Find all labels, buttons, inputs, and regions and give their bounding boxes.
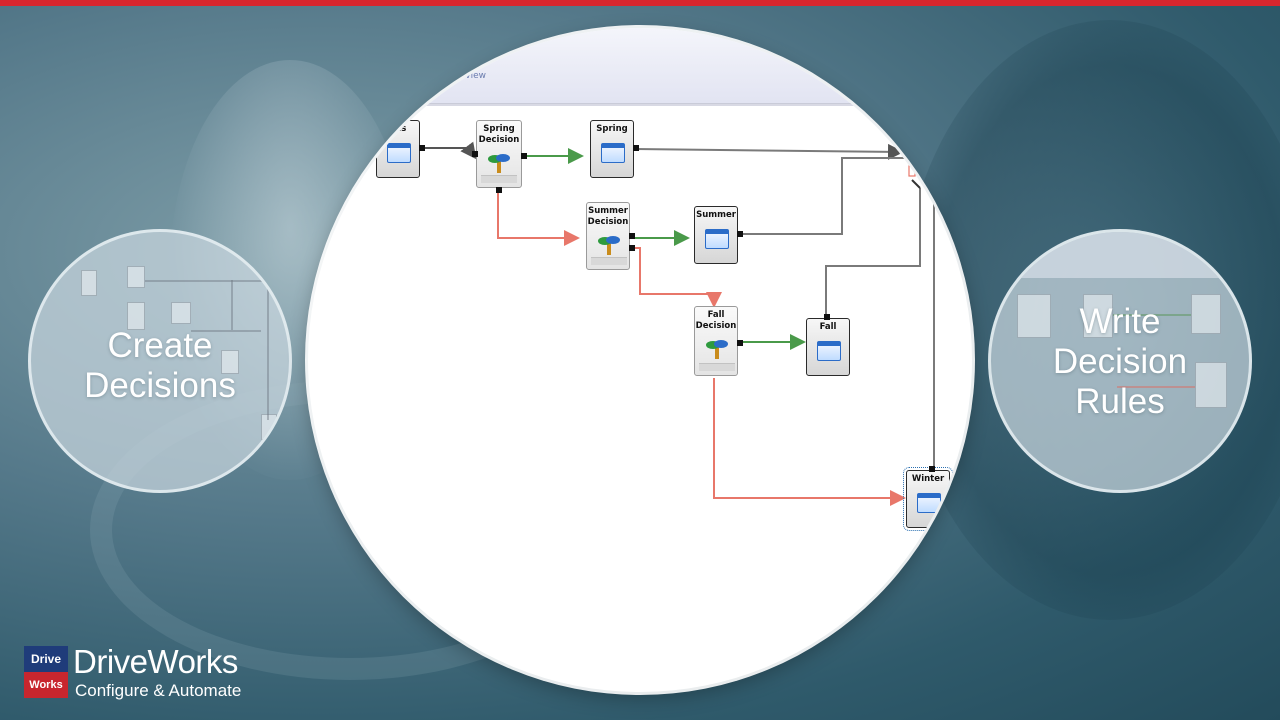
input-port[interactable] (929, 466, 935, 472)
decision-bar (699, 363, 735, 371)
overview-tab[interactable]: erview (456, 71, 486, 81)
output-port[interactable] (737, 340, 743, 346)
logo-name-part2: Works (147, 643, 239, 680)
connector-layer (422, 141, 935, 506)
logo-badge: Drive Works (24, 646, 68, 698)
ghost-node (171, 302, 191, 324)
decision-bar (481, 175, 517, 183)
bubble-line: Create (107, 326, 213, 365)
node-title: Spring Decision (477, 124, 521, 146)
ghost-node (1195, 362, 1227, 408)
spring-decision-node[interactable]: Spring Decision (472, 120, 527, 193)
node-title-line: Summer (588, 206, 628, 216)
ghost-connector (145, 280, 265, 282)
connector-summer-false[interactable] (632, 247, 722, 308)
connector-fall-false[interactable] (713, 378, 906, 506)
node-title: ails (389, 124, 407, 134)
node-title-line: Decision (695, 321, 737, 331)
decision-bar (591, 257, 627, 265)
form-icon (601, 143, 625, 163)
logo-tagline: Configure & Automate (75, 681, 242, 700)
connector-spring-out[interactable] (633, 143, 904, 160)
bubble-line: Decisions (84, 366, 236, 405)
create-decisions-text: Create Decisions (31, 326, 289, 406)
logo-badge-top: Drive (24, 646, 68, 672)
node-title-line: Spring (483, 124, 515, 134)
ghost-node (127, 302, 145, 330)
form-icon (817, 341, 841, 361)
fall-decision-node[interactable]: Fall Decision (694, 306, 743, 376)
connector-spring-false[interactable] (497, 192, 580, 246)
ghost-node (127, 266, 145, 288)
node-title: Fall Decision (695, 310, 737, 332)
summer-decision-node[interactable]: Summer Decision (586, 202, 635, 270)
node-title: Summer Decision (587, 206, 629, 228)
node-title-line: Decision (478, 135, 520, 145)
connector-details-to-spring-decision[interactable] (422, 141, 477, 160)
bubble-line: Rules (1075, 382, 1165, 421)
ghost-node (1017, 294, 1051, 338)
bubble-line: Write (1079, 302, 1161, 341)
create-decisions-bubble: Create Decisions (28, 229, 292, 493)
node-title: Spring (596, 124, 628, 134)
details-form-node[interactable]: ails (376, 120, 425, 178)
output-port[interactable] (633, 145, 639, 151)
connector-summer-out[interactable] (740, 157, 908, 235)
top-accent-bar (0, 0, 1280, 6)
logo-name-part1: Drive (73, 643, 148, 680)
decision-icon (706, 340, 728, 359)
canvas-top-border (308, 104, 972, 106)
summer-form-node[interactable]: Summer (694, 206, 743, 264)
output-port[interactable] (629, 245, 635, 251)
workflow-designer-view: erview (308, 28, 972, 692)
node-title-line: Decision (587, 217, 629, 227)
node-title-line: Fall (707, 310, 725, 320)
ghost-connector (267, 280, 269, 420)
form-icon (705, 229, 729, 249)
ghost-node (261, 414, 277, 440)
bubble-line: Decision (1052, 342, 1188, 381)
output-port[interactable] (521, 153, 527, 159)
window-header: erview (308, 28, 972, 104)
connector-fall-out[interactable] (825, 188, 921, 318)
form-icon (917, 493, 941, 513)
ghost-connector (1113, 314, 1191, 316)
fall-form-node[interactable]: Fall (806, 314, 850, 376)
ghost-connector (1117, 386, 1195, 388)
logo-badge-bottom: Works (24, 672, 68, 698)
winter-form-node[interactable]: Winter (903, 466, 953, 531)
input-port[interactable] (472, 151, 478, 157)
output-port[interactable] (737, 231, 743, 237)
decision-icon (488, 154, 510, 173)
output-port[interactable] (496, 187, 502, 193)
spring-form-node[interactable]: Spring (590, 120, 639, 178)
ghost-node (1191, 294, 1221, 334)
driveworks-logo: Drive Works DriveWorks Configure & Autom… (24, 643, 284, 704)
logo-name: DriveWorks (73, 643, 238, 681)
decision-icon (598, 236, 620, 255)
output-port[interactable] (824, 314, 830, 320)
ghost-connector (191, 330, 261, 332)
ghost-node (221, 350, 239, 374)
ghost-node (1083, 294, 1113, 338)
output-port[interactable] (629, 233, 635, 239)
node-title: Summer (696, 210, 736, 220)
form-icon (387, 143, 411, 163)
ghost-connector (231, 280, 233, 330)
ghost-node (81, 270, 97, 296)
output-port[interactable] (419, 145, 425, 151)
write-decision-rules-text: Write Decision Rules (991, 302, 1249, 422)
node-title: Fall (819, 322, 837, 332)
ghost-toolbar (991, 232, 1249, 278)
junction-mark (897, 147, 921, 189)
write-decision-rules-bubble: Write Decision Rules (988, 229, 1252, 493)
junction-box (908, 165, 916, 177)
node-title: Winter (911, 474, 945, 484)
